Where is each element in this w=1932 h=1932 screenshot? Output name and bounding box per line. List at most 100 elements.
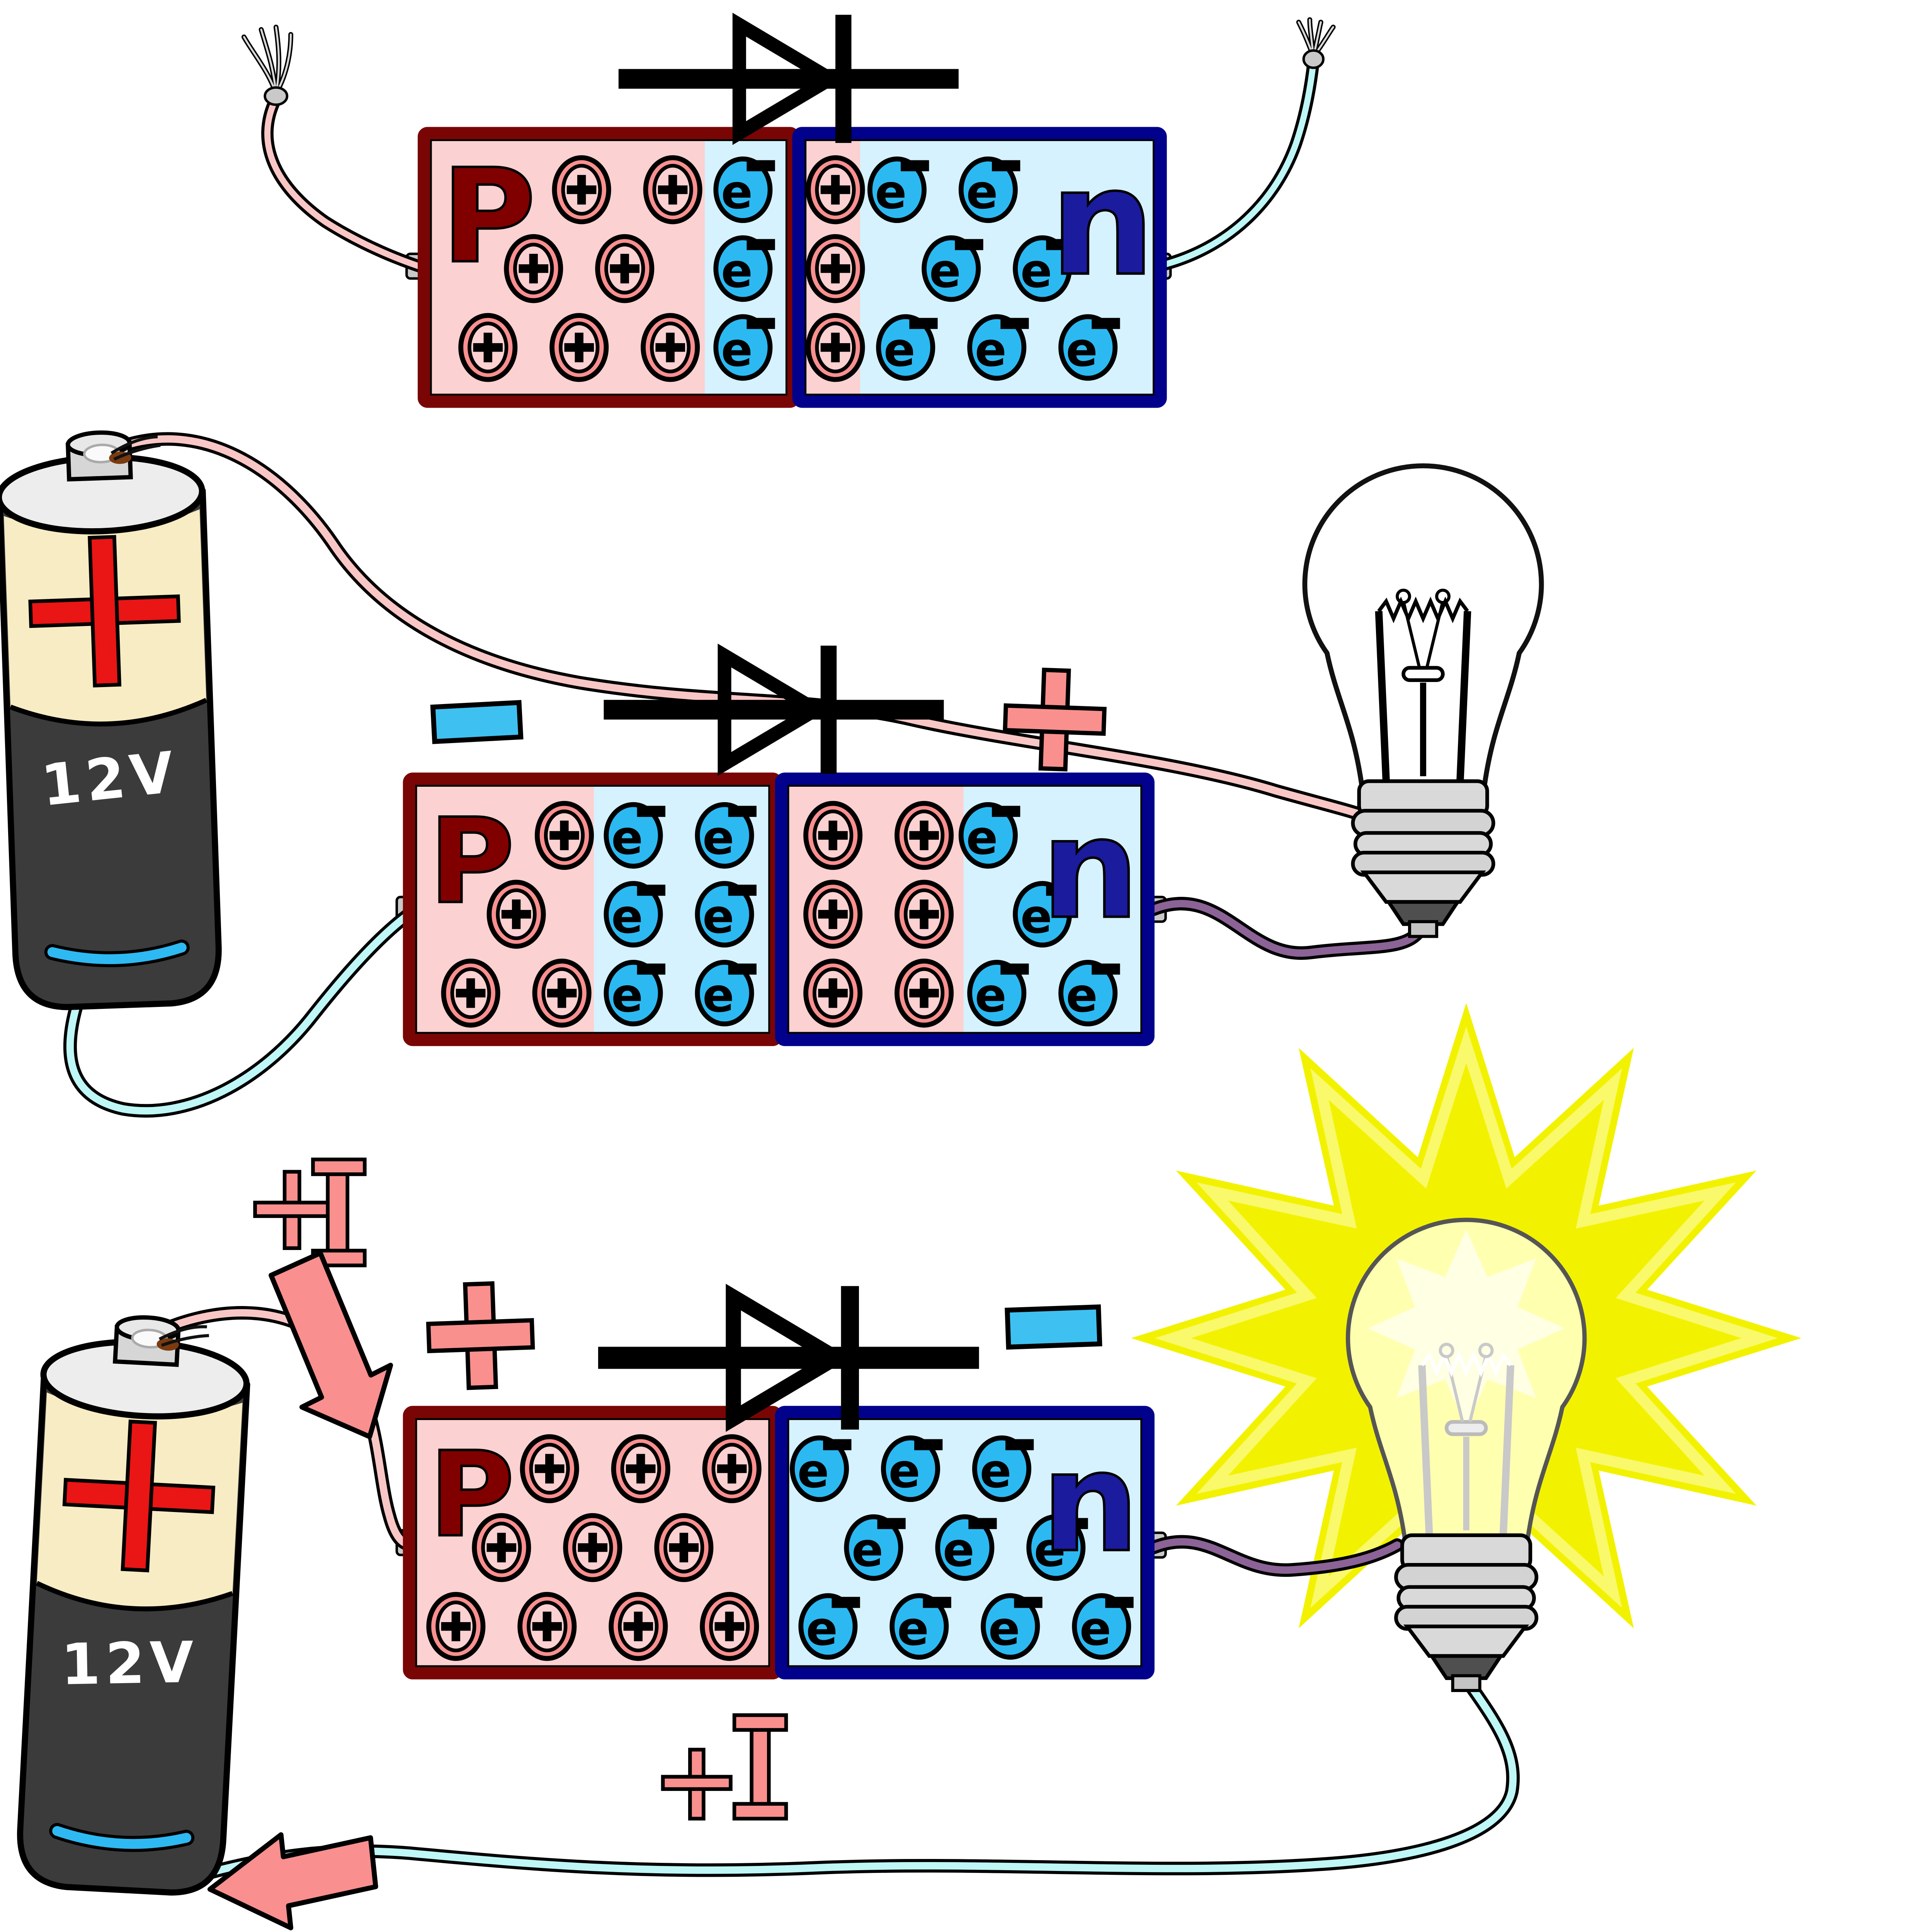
electron-minus-bar <box>1060 1518 1088 1529</box>
electron-minus-bar <box>637 963 665 975</box>
electron-minus-bar <box>923 1597 951 1608</box>
electron-minus-bar <box>728 806 757 817</box>
electron-minus-bar <box>1092 963 1120 975</box>
electron-icon: e <box>889 1593 951 1660</box>
hole-icon <box>895 801 954 870</box>
battery-middle <box>0 429 221 1009</box>
electron-icon: e <box>844 1514 906 1581</box>
bulb-off <box>1302 463 1544 936</box>
electron-label: e <box>1020 889 1052 944</box>
electron-minus-bar <box>1000 318 1029 329</box>
electron-icon: e <box>1058 314 1120 381</box>
electron-icon: e <box>713 235 775 302</box>
electron-icon: e <box>1013 881 1075 948</box>
electron-label: e <box>852 1523 883 1577</box>
junction-2-n-carriers: e e e e e e e e <box>790 1435 1134 1660</box>
hole-icon <box>895 879 954 949</box>
electron-minus-bar <box>1014 1597 1043 1608</box>
hole-icon <box>458 313 518 382</box>
electron-minus-bar <box>992 806 1020 817</box>
hole-icon <box>441 958 500 1028</box>
junction-2-n-box: e e e e e e e e <box>775 1406 1155 1680</box>
wire-ferrule <box>1302 49 1325 69</box>
electron-label: e <box>702 889 734 944</box>
junction-0-p-box: e e <box>417 127 800 408</box>
electron-label: e <box>966 811 998 865</box>
electron-label: e <box>611 968 643 1023</box>
electron-minus-bar <box>747 239 775 250</box>
junction-1-n-box: e e e <box>775 772 1155 1046</box>
electron-icon: e <box>713 314 775 381</box>
n-region-label: n <box>1041 1422 1139 1583</box>
mid-negative-wire <box>63 907 416 1118</box>
electron-minus-bar <box>747 160 775 172</box>
electron-label: e <box>1020 244 1052 298</box>
bulb-glow-star <box>1367 1230 1565 1427</box>
electron-minus-bar <box>909 318 938 329</box>
electron-label: e <box>702 968 734 1023</box>
current-arrow-top <box>269 1250 393 1439</box>
electron-icon: e <box>881 1435 943 1502</box>
electron-label: e <box>806 1602 838 1656</box>
junction-1: e e e e <box>403 772 1155 1046</box>
hole-icon <box>806 313 865 382</box>
electron-icon: e <box>1026 1514 1088 1581</box>
electron-minus-bar <box>914 1439 943 1451</box>
junction-0: e e <box>417 127 1167 408</box>
electron-icon: e <box>790 1435 852 1502</box>
hole-icon <box>643 155 702 224</box>
electron-icon: e <box>695 960 757 1027</box>
mid-plus-label <box>1003 667 1107 772</box>
wire-ferrule <box>264 86 289 106</box>
mid-minus-label <box>430 700 524 744</box>
electron-icon: e <box>713 156 775 223</box>
electron-minus-bar <box>728 884 757 896</box>
junction-2-p-carriers <box>426 1434 762 1661</box>
electron-icon: e <box>922 235 983 302</box>
electron-label: e <box>929 244 961 298</box>
p-region-label: P <box>429 1427 515 1563</box>
electron-label: e <box>884 323 915 377</box>
electron-minus-bar <box>1000 963 1029 975</box>
mid-positive-wire <box>116 432 1367 821</box>
junction-1-p-box: e e e e <box>403 772 782 1046</box>
hole-icon <box>552 155 611 224</box>
electron-minus-bar <box>1105 1597 1134 1608</box>
hole-icon <box>806 234 865 303</box>
electron-minus-bar <box>637 884 665 896</box>
electron-label: e <box>888 1444 920 1498</box>
hole-icon <box>803 879 863 949</box>
wires <box>63 17 1520 1893</box>
electron-icon: e <box>867 156 929 223</box>
electron-icon: e <box>876 314 938 381</box>
current-arrow-bottom <box>207 1832 378 1930</box>
bulb-on <box>1345 1218 1587 1690</box>
electron-minus-bar <box>1005 1439 1034 1451</box>
electron-icon: e <box>604 960 665 1027</box>
hole-icon <box>595 234 655 303</box>
electron-label: e <box>943 1523 975 1577</box>
electron-icon: e <box>981 1593 1043 1660</box>
hole-icon <box>641 313 700 382</box>
electron-minus-bar <box>747 318 775 329</box>
electron-label: e <box>975 968 1007 1023</box>
p-region-label: P <box>429 794 515 930</box>
junction-0-p-carriers: e e <box>458 155 775 382</box>
electron-icon: e <box>798 1593 860 1660</box>
current-label-bottom <box>661 1713 788 1821</box>
hole-icon <box>803 958 863 1028</box>
electron-label: e <box>1066 968 1098 1023</box>
diode-symbol-middle <box>604 646 944 774</box>
bulb-filament <box>1418 1342 1514 1536</box>
electron-icon: e <box>1058 960 1120 1027</box>
electron-label: e <box>702 811 734 865</box>
junction-0-n-carriers: e e e e e <box>806 155 1120 382</box>
electron-label: e <box>966 165 998 219</box>
electron-icon: e <box>967 314 1029 381</box>
electron-minus-bar <box>968 1518 997 1529</box>
junction-2-p-box: P <box>403 1406 782 1680</box>
hole-icon <box>426 1592 486 1661</box>
electron-label: e <box>721 165 753 219</box>
electron-label: e <box>611 811 643 865</box>
